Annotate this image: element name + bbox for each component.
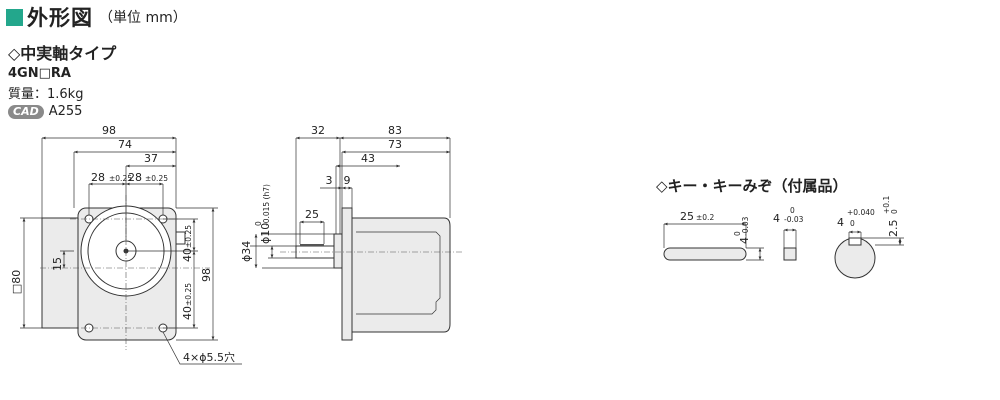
key-width-tol-upper: 0 <box>790 206 795 215</box>
header-square-icon <box>6 8 23 26</box>
product-info: ◇中実軸タイプ 4GN□RA 質量：1.6kg CAD A255 <box>8 40 116 119</box>
front-view: 98 74 37 28 ±0.25 28 ±0.25 98 40 ±0.25 4… <box>10 124 242 365</box>
gearhead-body <box>351 217 451 333</box>
type-label: ◇中実軸タイプ <box>8 44 117 63</box>
dim-side-83: 83 <box>388 124 402 137</box>
key-side <box>663 247 747 261</box>
dim-half-bottom: 40 <box>181 306 194 320</box>
dim-side-9: 9 <box>344 174 351 187</box>
key-height: 4 <box>738 237 751 244</box>
dim-offset-15: 15 <box>51 257 64 271</box>
lead-tab <box>175 231 186 245</box>
dim-pilot-dia: ϕ34 <box>240 241 253 262</box>
model-number: 4GN□RA <box>8 66 71 81</box>
dim-front-37: 37 <box>144 152 158 165</box>
slot-width: 4 <box>837 216 844 229</box>
side-flange <box>341 207 353 341</box>
slot-tol-lower: 0 <box>850 219 855 228</box>
key-height-tol-upper: 0 <box>733 231 742 236</box>
dim-side-43: 43 <box>361 152 375 165</box>
key-length: 25 <box>680 210 694 223</box>
dim-pitch-left: 28 <box>91 171 105 184</box>
key-height-tol-lower: -0.03 <box>741 216 750 236</box>
dim-side-25: 25 <box>305 208 319 221</box>
dim-side-3: 3 <box>326 174 333 187</box>
holes-note: 4×ϕ5.5穴 <box>183 350 235 364</box>
key-drawings: 25 ±0.2 4 -0.03 0 4 -0.03 0 4 +0.040 0 2… <box>663 196 904 279</box>
front-centerlines <box>40 195 210 350</box>
key-width-tol-lower: -0.03 <box>784 215 804 224</box>
side-view: 32 83 73 43 3 9 25 ϕ10 -0.015 (h7) 0 ϕ34 <box>240 124 462 341</box>
dim-pitch-left-tol: ±0.25 <box>109 174 132 183</box>
slot-tol-upper: +0.040 <box>847 208 875 217</box>
pilot-boss <box>333 233 343 269</box>
motor-body-outline <box>41 217 79 329</box>
key-width: 4 <box>773 212 780 225</box>
cad-badge[interactable]: CAD <box>8 104 44 119</box>
key-section <box>783 247 797 261</box>
cad-code[interactable]: A255 <box>48 104 83 119</box>
dim-square-80: □80 <box>10 270 23 294</box>
dim-side-32: 32 <box>311 124 325 137</box>
dim-side-73: 73 <box>388 138 402 151</box>
unit-note: （単位 mm） <box>99 10 187 26</box>
dim-pitch-right-tol: ±0.25 <box>145 174 168 183</box>
keyway-slot <box>848 237 862 246</box>
dim-pitch-right: 28 <box>128 171 142 184</box>
dim-front-98: 98 <box>102 124 116 137</box>
dim-half-bottom-tol: ±0.25 <box>184 283 193 306</box>
dim-shaft-tol-upper: 0 <box>254 221 263 226</box>
slot-depth-tol-upper: +0.1 <box>882 196 891 214</box>
cad-row: CAD A255 <box>8 104 116 119</box>
key-length-tol: ±0.2 <box>696 213 714 222</box>
dim-shaft-dia: ϕ10 <box>259 223 272 244</box>
mass-label: 質量：1.6kg <box>8 87 84 102</box>
dim-front-height-98: 98 <box>200 268 213 282</box>
slot-depth-tol-lower: 0 <box>890 209 899 214</box>
dim-half-top: 40 <box>181 248 194 262</box>
section-header: 外形図 （単位 mm） <box>6 4 187 30</box>
dim-half-top-tol: ±0.25 <box>184 225 193 248</box>
keyway <box>300 244 324 246</box>
dim-shaft-tol: -0.015 (h7) <box>262 184 271 226</box>
dim-front-74: 74 <box>118 138 132 151</box>
section-title: 外形図 <box>27 6 93 30</box>
key-title: ◇キー・キーみぞ（付属品） <box>656 177 848 195</box>
slot-depth: 2.5 <box>887 220 900 238</box>
